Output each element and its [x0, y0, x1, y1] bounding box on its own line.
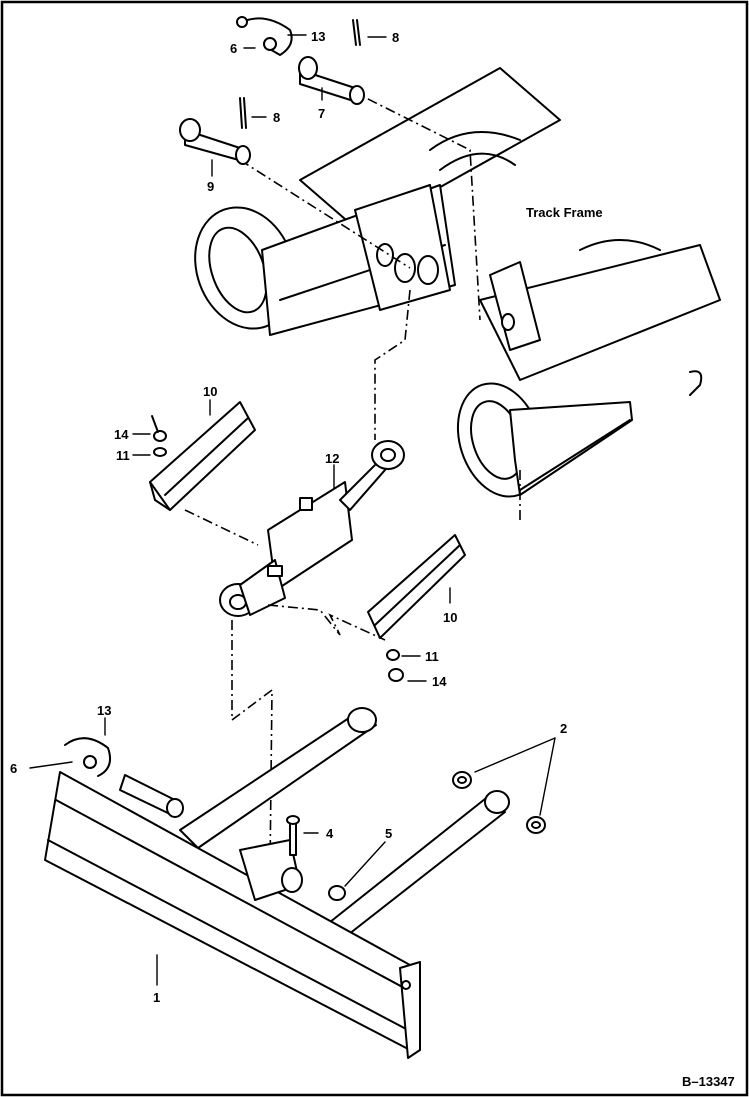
callout-14-left: 14 — [114, 427, 129, 442]
retainer-13-top — [236, 16, 293, 56]
callouts: 13 6 8 7 8 9 10 14 11 12 10 11 14 13 6 2… — [10, 29, 567, 1005]
reference-number: B–13347 — [682, 1074, 735, 1089]
nut-washer-right — [386, 649, 404, 682]
pin-9 — [179, 118, 251, 165]
nut-5 — [328, 885, 346, 901]
lift-cylinder-12 — [219, 440, 405, 617]
blade-1 — [44, 771, 421, 1059]
callout-leaders — [29, 34, 556, 986]
callout-9: 9 — [207, 179, 214, 194]
callout-14-right: 14 — [432, 674, 447, 689]
push-arms — [179, 707, 510, 946]
callout-13-bottom: 13 — [97, 703, 111, 718]
callout-4: 4 — [326, 826, 334, 841]
callout-11-left: 11 — [116, 448, 130, 463]
wear-pad-10-right — [367, 534, 466, 639]
callout-11-right: 11 — [425, 649, 439, 664]
callout-7: 7 — [318, 106, 325, 121]
callout-12: 12 — [325, 451, 339, 466]
bolt-4 — [286, 815, 300, 856]
callout-8-right: 8 — [392, 30, 399, 45]
nut-washer-left — [151, 415, 167, 457]
callout-1: 1 — [153, 990, 160, 1005]
callout-8-left: 8 — [273, 110, 280, 125]
cotter-pin-8-top — [352, 19, 361, 46]
track-frame-label: Track Frame — [526, 205, 603, 220]
callout-10-right: 10 — [443, 610, 457, 625]
callout-6-bottom: 6 — [10, 761, 17, 776]
callout-10-left: 10 — [203, 384, 217, 399]
callout-5: 5 — [385, 826, 392, 841]
track-frame: Track Frame — [194, 67, 721, 498]
pin-13-bottom — [64, 737, 184, 818]
cotter-pin-8-left — [239, 97, 247, 129]
pivot-bracket — [239, 839, 303, 901]
callout-2: 2 — [560, 721, 567, 736]
pin-7 — [298, 56, 365, 105]
callout-13-top: 13 — [311, 29, 325, 44]
washers-2 — [452, 771, 546, 834]
wear-pad-10-left — [149, 401, 256, 511]
callout-6-top: 6 — [230, 41, 237, 56]
